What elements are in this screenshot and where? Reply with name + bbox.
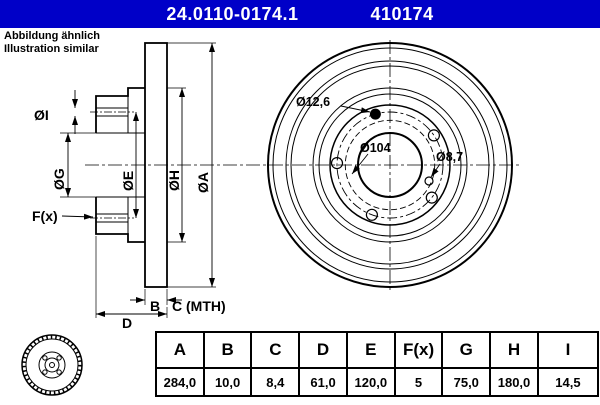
drawing-labels: ØI ØG ØE ØH ØA F(x) B C (MTH) D Ø12,6 Ø1… bbox=[32, 95, 463, 331]
bolt-hole bbox=[427, 129, 440, 142]
bolt-hole bbox=[425, 191, 438, 204]
label-dia-e: ØE bbox=[120, 171, 136, 191]
title-bar: 24.0110-0174.1 410174 bbox=[0, 0, 600, 28]
bolt-hole bbox=[365, 208, 378, 221]
disc-icon-hatching bbox=[22, 335, 82, 395]
section-view bbox=[90, 42, 168, 288]
outer-diameter-circle bbox=[267, 42, 513, 288]
label-dia-104: Ø104 bbox=[360, 141, 391, 155]
part-number: 24.0110-0174.1 bbox=[166, 3, 299, 24]
label-dia-a: ØA bbox=[195, 172, 211, 193]
value-a: 284,0 bbox=[155, 367, 205, 397]
label-dia-8-7: Ø8,7 bbox=[436, 150, 463, 164]
table-value-row: 284,0 10,0 8,4 61,0 120,0 5 75,0 180,0 1… bbox=[155, 367, 600, 397]
header-b: B bbox=[202, 330, 253, 370]
label-d: D bbox=[122, 315, 132, 331]
header-e: E bbox=[345, 330, 396, 370]
bolt-hole bbox=[330, 157, 344, 170]
label-dia-i: ØI bbox=[34, 107, 49, 123]
value-f: 5 bbox=[393, 367, 444, 397]
illustration-note: Abbildung ähnlich Illustration similar bbox=[4, 30, 100, 56]
dimension-table: A B C D E F(x) G H I 284,0 10,0 8,4 61,0… bbox=[155, 330, 600, 397]
reference-number: 410174 bbox=[370, 3, 434, 24]
leader-8-7 bbox=[430, 163, 441, 178]
technical-drawing: Abbildung ähnlich Illustration similar bbox=[0, 28, 600, 331]
label-b: B bbox=[150, 298, 160, 314]
leader-104 bbox=[351, 153, 369, 175]
drawing-svg: ØI ØG ØE ØH ØA F(x) B C (MTH) D Ø12,6 Ø1… bbox=[32, 40, 522, 331]
label-f-x: F(x) bbox=[32, 208, 58, 224]
set-screw-hole bbox=[424, 176, 434, 186]
value-d: 61,0 bbox=[298, 367, 348, 397]
bolt-circle bbox=[336, 111, 444, 219]
friction-ring-section bbox=[144, 42, 168, 288]
hat-circle bbox=[329, 104, 451, 226]
label-dia-g: ØG bbox=[51, 168, 67, 190]
header-c: C bbox=[250, 330, 301, 370]
bottom-strip: A B C D E F(x) G H I 284,0 10,0 8,4 61,0… bbox=[0, 330, 600, 400]
label-dia-h: ØH bbox=[166, 170, 182, 191]
section-dimensions bbox=[60, 42, 216, 318]
dimension-table-wrap: A B C D E F(x) G H I 284,0 10,0 8,4 61,0… bbox=[155, 330, 600, 397]
header-d: D bbox=[298, 330, 348, 370]
label-c-mth: C (MTH) bbox=[172, 298, 226, 314]
value-e: 120,0 bbox=[345, 367, 396, 397]
table-header-row: A B C D E F(x) G H I bbox=[155, 330, 600, 370]
bolt-hole-filled bbox=[369, 108, 381, 120]
label-dia-12-6: Ø12,6 bbox=[296, 95, 330, 109]
value-c: 8,4 bbox=[250, 367, 301, 397]
header-h: H bbox=[489, 330, 539, 370]
value-g: 75,0 bbox=[441, 367, 492, 397]
center-bore-circle bbox=[357, 132, 423, 198]
note-line-en: Illustration similar bbox=[4, 43, 99, 56]
header-a: A bbox=[155, 330, 205, 370]
value-h: 180,0 bbox=[489, 367, 539, 397]
dia-104-circle bbox=[344, 119, 436, 211]
value-b: 10,0 bbox=[202, 367, 253, 397]
front-view bbox=[267, 42, 513, 288]
leader-12-6 bbox=[340, 105, 371, 114]
header-f: F(x) bbox=[393, 330, 444, 370]
disc-icon bbox=[0, 331, 155, 400]
value-i: 14,5 bbox=[536, 367, 600, 397]
note-line-de: Abbildung ähnlich bbox=[4, 30, 100, 42]
header-g: G bbox=[441, 330, 492, 370]
header-i: I bbox=[536, 330, 600, 370]
f-leader-arrow bbox=[61, 213, 94, 220]
